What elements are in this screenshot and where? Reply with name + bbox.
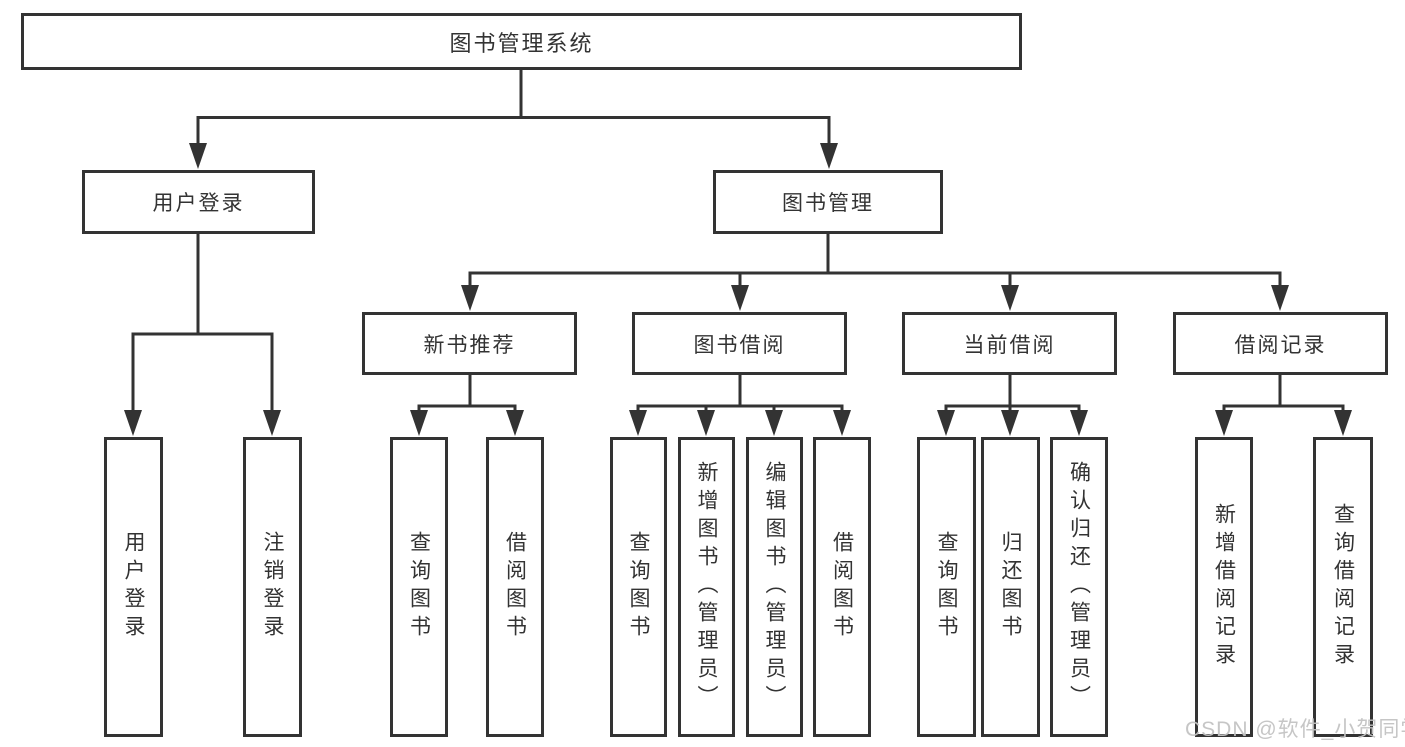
leaf-confirm-return-admin: 确认归还（管理员） — [1050, 437, 1108, 737]
leaf-logout: 注销登录 — [243, 437, 302, 737]
leaf-query-borrow-record-label: 查询借阅记录 — [1331, 503, 1355, 671]
node-current-borrowing-label: 当前借阅 — [963, 333, 1056, 357]
node-new-book-recommendation: 新书推荐 — [362, 312, 577, 375]
node-root-label: 图书管理系统 — [449, 30, 594, 56]
leaf-query-books-2: 查询图书 — [610, 437, 667, 737]
arrowheads — [124, 143, 1352, 436]
leaf-query-books-1-label: 查询图书 — [407, 531, 431, 643]
leaf-borrow-books-2: 借阅图书 — [813, 437, 871, 737]
leaf-query-borrow-record: 查询借阅记录 — [1313, 437, 1373, 737]
node-book-borrowing-label: 图书借阅 — [693, 333, 786, 357]
leaf-add-books-admin-label: 新增图书（管理员） — [695, 461, 718, 713]
leaf-user-login-label: 用户登录 — [122, 531, 145, 643]
leaf-add-books-admin: 新增图书（管理员） — [678, 437, 735, 737]
node-root-system: 图书管理系统 — [21, 13, 1022, 70]
leaf-borrow-books-1: 借阅图书 — [486, 437, 544, 737]
leaf-edit-books-admin-label: 编辑图书（管理员） — [763, 461, 786, 713]
leaf-logout-label: 注销登录 — [261, 531, 284, 643]
leaf-borrow-books-1-label: 借阅图书 — [503, 531, 527, 643]
leaf-user-login: 用户登录 — [104, 437, 163, 737]
leaf-query-books-3: 查询图书 — [917, 437, 976, 737]
leaf-confirm-return-admin-label: 确认归还（管理员） — [1067, 461, 1091, 713]
leaf-query-books-3-label: 查询图书 — [935, 531, 958, 643]
node-book-management-label: 图书管理 — [782, 192, 874, 215]
node-borrowing-records-label: 借阅记录 — [1234, 333, 1327, 357]
node-current-borrowing: 当前借阅 — [902, 312, 1117, 375]
leaf-return-books: 归还图书 — [981, 437, 1040, 737]
node-borrowing-records: 借阅记录 — [1173, 312, 1388, 375]
node-book-borrowing: 图书借阅 — [632, 312, 847, 375]
leaf-borrow-books-2-label: 借阅图书 — [830, 531, 854, 643]
node-book-management: 图书管理 — [713, 170, 943, 234]
csdn-watermark: CSDN @软件_小贺同学 — [1185, 718, 1405, 741]
node-user-login-label: 用户登录 — [152, 192, 245, 215]
leaf-edit-books-admin: 编辑图书（管理员） — [746, 437, 803, 737]
leaf-return-books-label: 归还图书 — [999, 531, 1022, 643]
leaf-add-borrow-record-label: 新增借阅记录 — [1212, 503, 1236, 671]
leaf-add-borrow-record: 新增借阅记录 — [1195, 437, 1253, 737]
leaf-query-books-1: 查询图书 — [390, 437, 448, 737]
node-new-book-recommendation-label: 新书推荐 — [423, 333, 516, 357]
node-user-login: 用户登录 — [82, 170, 315, 234]
leaf-query-books-2-label: 查询图书 — [627, 531, 650, 643]
